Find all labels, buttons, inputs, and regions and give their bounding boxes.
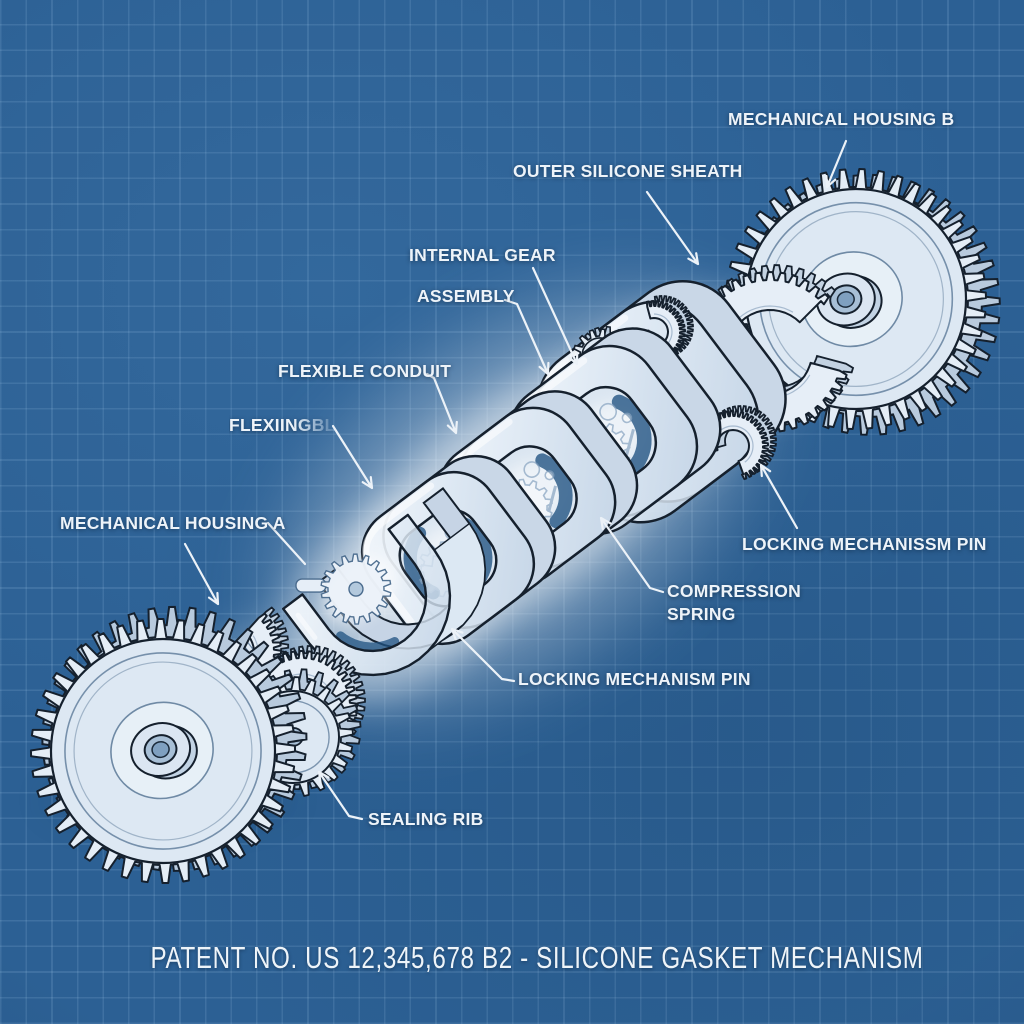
label-compression-spring: COMPRESSION SPRING (667, 581, 802, 624)
trough-internal-gear (295, 553, 392, 625)
leader-flexiingbl (331, 424, 374, 490)
label-assembly: ASSEMBLY (417, 286, 515, 306)
leader-locking-mechanism-pin (450, 627, 516, 683)
leader-sealing-rib (317, 770, 364, 821)
leader-outer-silicone-sheath (645, 190, 700, 266)
leader-mechanical-housing-a (183, 542, 220, 606)
leader-compression-spring (599, 516, 665, 594)
label-outer-silicone-sheath: OUTER SILICONE SHEATH (513, 161, 743, 181)
label-sealing-rib: SEALING RIB (368, 809, 484, 829)
label-mechanical-housing-a: MECHANICAL HOUSING A (60, 513, 286, 533)
mechanical-housing-b-gear (725, 168, 1001, 436)
leader2-mechanical-housing-a (266, 521, 307, 566)
leader-mechanical-housing-b (825, 139, 848, 189)
mechanical-housing-a-gear (29, 605, 308, 885)
label-flexible-conduit: FLEXIBLE CONDUIT (278, 361, 452, 381)
flexible-conduit-trough (282, 487, 487, 677)
label-locking-mechanism-pin: LOCKING MECHANISM PIN (518, 669, 751, 689)
label-mechanical-housing-b: MECHANICAL HOUSING B (728, 109, 955, 129)
leader-flexible-conduit (425, 372, 458, 435)
leader-assembly (503, 298, 550, 376)
label-locking-mechanissm-pin: LOCKING MECHANISSM PIN (742, 534, 987, 554)
patent-title: PATENT NO. US 12,345,678 B2 - SILICONE G… (150, 940, 924, 975)
label-flexiingbl: FLEXIINGBL (229, 415, 336, 435)
leader-internal-gear (531, 266, 579, 366)
label-internal-gear: INTERNAL GEAR (409, 245, 556, 265)
leader-locking-mechanissm-pin (759, 463, 799, 530)
